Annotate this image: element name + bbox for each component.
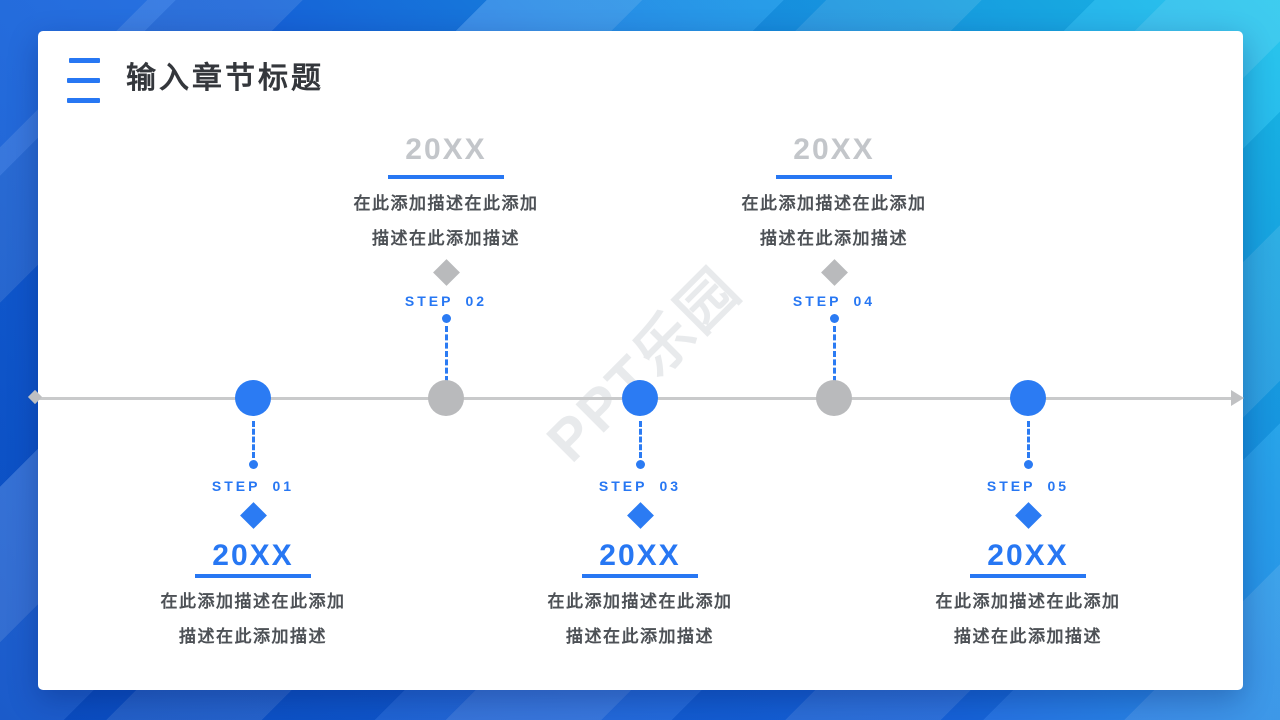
- year-underline: [970, 574, 1086, 578]
- step-label: STEP 01: [212, 479, 294, 494]
- step-desc-line-1: 在此添加描述在此添加: [741, 194, 927, 213]
- connector-dash: [638, 421, 642, 458]
- connector-dot: [635, 460, 645, 469]
- step-desc-line-1: 在此添加描述在此添加: [160, 592, 346, 611]
- step-word: STEP: [211, 478, 261, 494]
- step-description: 在此添加描述在此添加 描述在此添加描述: [354, 186, 539, 256]
- year-underline: [776, 175, 892, 179]
- step-desc-line-2: 描述在此添加描述: [372, 229, 520, 248]
- step-label: STEP 04: [793, 294, 875, 309]
- step-desc-line-2: 描述在此添加描述: [954, 627, 1102, 646]
- step-label: STEP 03: [599, 479, 681, 494]
- step-number: 04: [853, 293, 876, 309]
- year-underline: [195, 574, 311, 578]
- step-description: 在此添加描述在此添加 描述在此添加描述: [742, 186, 927, 256]
- step-label: STEP 05: [987, 479, 1069, 494]
- timeline-node-3: [622, 380, 658, 416]
- step-description: 在此添加描述在此添加 描述在此添加描述: [161, 584, 346, 654]
- year-underline: [388, 175, 504, 179]
- connector-dash: [832, 326, 836, 382]
- timeline-node-1: [235, 380, 271, 416]
- step-description: 在此添加描述在此添加 描述在此添加描述: [548, 584, 733, 654]
- step-description: 在此添加描述在此添加 描述在此添加描述: [936, 584, 1121, 654]
- step-column-3: STEP 03 20XX 在此添加描述在此添加 描述在此添加描述: [520, 421, 760, 654]
- timeline-node-4: [816, 380, 852, 416]
- step-number: 02: [465, 293, 488, 309]
- hamburger-bar: [67, 78, 100, 83]
- step-number: 03: [659, 478, 682, 494]
- step-year: 20XX: [793, 133, 875, 166]
- diamond-icon: [820, 258, 848, 286]
- step-desc-line-1: 在此添加描述在此添加: [547, 592, 733, 611]
- diamond-marker-wrap: [239, 501, 267, 529]
- hamburger-icon: [67, 58, 100, 118]
- step-label: STEP 02: [405, 294, 487, 309]
- year-underline: [582, 574, 698, 578]
- diamond-icon: [626, 501, 654, 529]
- step-desc-line-2: 描述在此添加描述: [760, 229, 908, 248]
- content-card: 输入章节标题 PPT乐园 STEP 01 20XX 在此添加描述在此添加 描述在…: [27, 31, 1244, 690]
- step-desc-line-2: 描述在此添加描述: [179, 627, 327, 646]
- step-desc-line-1: 在此添加描述在此添加: [353, 194, 539, 213]
- diamond-marker-wrap: [1014, 501, 1042, 529]
- hamburger-bar: [69, 58, 100, 63]
- connector-dash: [444, 326, 448, 382]
- step-column-4: 20XX 在此添加描述在此添加 描述在此添加描述 STEP 04: [714, 134, 954, 382]
- step-word: STEP: [404, 293, 454, 309]
- diamond-marker-wrap: [626, 501, 654, 529]
- step-year: 20XX: [212, 539, 294, 572]
- step-year: 20XX: [405, 133, 487, 166]
- step-word: STEP: [986, 478, 1036, 494]
- timeline-start-diamond-icon: [27, 389, 43, 405]
- connector-dash: [251, 421, 255, 458]
- step-year: 20XX: [987, 539, 1069, 572]
- step-number: 05: [1047, 478, 1070, 494]
- diamond-icon: [239, 501, 267, 529]
- timeline-end-arrow-icon: [1231, 390, 1244, 406]
- section-title: 输入章节标题: [126, 62, 324, 95]
- step-year: 20XX: [599, 539, 681, 572]
- step-column-2: 20XX 在此添加描述在此添加 描述在此添加描述 STEP 02: [326, 134, 566, 382]
- connector-dot: [441, 314, 451, 323]
- connector-dot: [829, 314, 839, 323]
- timeline-node-2: [428, 380, 464, 416]
- diamond-icon: [432, 258, 460, 286]
- step-number: 01: [272, 478, 295, 494]
- timeline-node-5: [1010, 380, 1046, 416]
- connector-dash: [1026, 421, 1030, 458]
- connector-dot: [1023, 460, 1033, 469]
- diamond-marker-wrap: [432, 258, 460, 286]
- step-desc-line-2: 描述在此添加描述: [566, 627, 714, 646]
- diamond-marker-wrap: [820, 258, 848, 286]
- connector-dot: [248, 460, 258, 469]
- step-column-5: STEP 05 20XX 在此添加描述在此添加 描述在此添加描述: [908, 421, 1148, 654]
- hamburger-bar: [67, 98, 100, 103]
- step-column-1: STEP 01 20XX 在此添加描述在此添加 描述在此添加描述: [133, 421, 373, 654]
- step-desc-line-1: 在此添加描述在此添加: [935, 592, 1121, 611]
- step-word: STEP: [598, 478, 648, 494]
- diamond-icon: [1014, 501, 1042, 529]
- step-word: STEP: [792, 293, 842, 309]
